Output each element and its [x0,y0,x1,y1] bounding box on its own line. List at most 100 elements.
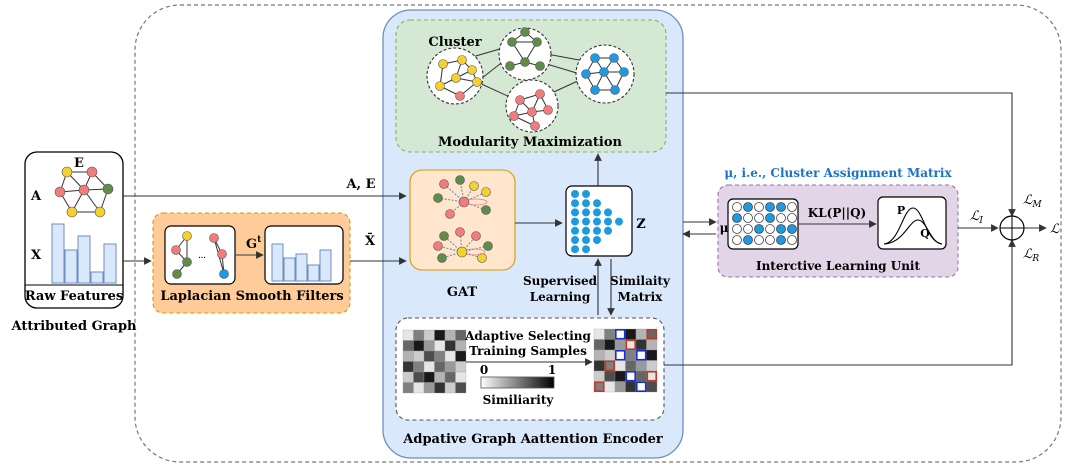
ae-label: A, E [345,177,375,192]
negative-sample-mark [646,370,657,382]
adjacency-label: A [30,189,42,204]
negative-sample-mark [625,339,636,350]
graph-node [54,186,66,198]
heatmap-cell [423,340,435,352]
smoothed-bar [319,249,332,282]
assignment-dots [732,202,797,245]
graph-node [217,249,227,259]
raw-features-label: Raw Features [25,289,123,304]
graph-node [182,257,192,267]
graph-node [527,107,537,117]
learning-label: Learning [530,290,591,304]
scale-one: 1 [548,363,556,377]
heatmap-cell [444,361,456,373]
heatmap-cell [444,350,456,362]
heatmap-cell [413,382,425,394]
heatmap-cell [614,360,626,372]
graph-node [171,245,181,255]
attributed-graph-box [24,151,124,309]
assigned-dot [765,213,775,223]
unassigned-dot [765,224,775,234]
heatmap-cell [455,361,467,373]
assigned-dot [765,202,775,212]
graph-node [209,233,219,243]
neighbor-node [469,181,479,191]
heatmap-cell [635,339,647,351]
supervised-label: Supervised [523,274,598,288]
neighbor-node [477,253,487,263]
raw-graph [54,166,114,218]
q-label: Q [920,227,930,240]
cluster-graph [426,27,635,133]
unassigned-dot [754,213,764,223]
heatmap-cell [593,339,605,351]
cluster-circle [505,79,559,133]
assigned-dot [743,235,753,245]
graph-node [78,184,90,196]
heatmap-cell [646,381,658,393]
graph-node [102,183,114,195]
similarity-matrix [402,329,467,394]
graph-node [86,166,98,178]
heatmap-cell [413,340,425,352]
heatmap-cell [413,350,425,362]
heatmap-cell [402,371,414,383]
unassigned-dot [754,202,764,212]
heatmap-cell [434,350,446,362]
graph-node [599,67,609,77]
embedding-dot [571,199,579,208]
heatmap-cell [604,370,616,382]
embedding-dot [582,226,590,235]
positive-sample-mark [635,381,647,392]
graph-node [619,67,629,77]
neighbor-node [437,253,447,263]
kl-label: KL(P||Q) [808,206,866,220]
neighbor-node [481,187,491,197]
embedding-dot [571,190,579,198]
heatmap-cell [635,370,647,382]
heatmap-cell [434,340,446,352]
unassigned-dot [743,224,753,234]
feature-bar [90,271,104,284]
embedding-dot [582,190,590,198]
positive-sample-mark [614,328,626,340]
graph-node [66,206,78,218]
lm-label: ℒM [1023,193,1042,210]
feature-bar [51,223,65,284]
neighbor-node [445,209,455,219]
unassigned-dot [787,235,797,245]
heatmap-cell [455,382,467,394]
neighbor-node [455,227,465,237]
embedding-dot [604,208,612,217]
smoothed-bars [271,243,332,282]
adaptive-label-2: Training Samples [469,344,587,358]
graph-node [457,55,467,65]
heatmap-cell [444,382,456,394]
heatmap-cell [402,340,414,352]
center-node [458,196,470,208]
embedding-dot [571,245,579,254]
heatmap-cell [434,371,446,383]
cluster-label: Cluster [428,35,481,50]
matrix-label: Matrix [618,290,663,304]
unassigned-dot [765,235,775,245]
assigned-dot [776,202,786,212]
embedding-dot [593,217,601,226]
smoothed-bar [271,243,284,282]
ilu-label: Interctive Learning Unit [756,259,921,273]
scale-zero: 0 [480,363,488,377]
similaity-label: Similaity [610,274,671,288]
attributed-graph-label: Attributed Graph [10,319,137,334]
heatmap-cell [625,381,637,393]
embedding-dot [593,226,601,235]
heatmap-cell [614,339,626,351]
embedding-dot [604,217,612,226]
heatmap-cell [593,360,605,372]
heatmap-cell [635,328,647,340]
graph-node [590,85,600,95]
neighbor-node [433,241,443,251]
graph-node [609,53,619,63]
assigned-dot [776,224,786,234]
embedding-dot [582,208,590,217]
